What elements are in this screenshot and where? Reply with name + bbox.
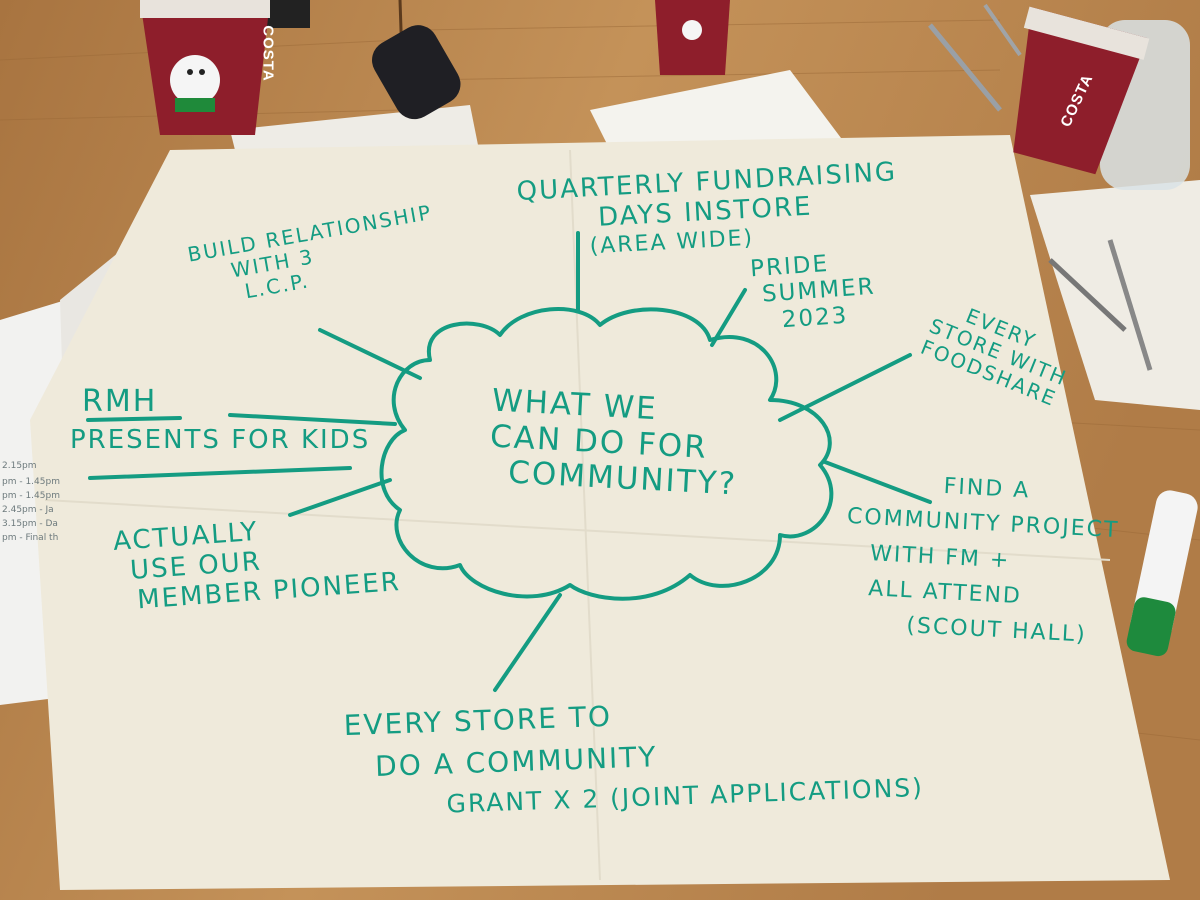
pen-4 <box>1107 239 1153 371</box>
schedule-time: 2.45pm - Ja <box>2 505 54 515</box>
coffee-cup-right: COSTA <box>983 4 1157 185</box>
pen-2 <box>983 3 1022 57</box>
idea-community-grant: Every store to do a community grant x 2 … <box>343 690 924 823</box>
idea-line: with FM + <box>869 540 1011 574</box>
schedule-time: 3.15pm - Da <box>2 519 58 529</box>
idea-line: RMH <box>82 384 158 419</box>
coffee-cup-middle <box>655 0 730 80</box>
idea-line: community project <box>846 504 1120 544</box>
green-marker <box>1126 490 1198 657</box>
coffee-cup-left: COSTA <box>135 0 277 135</box>
schedule-time: pm - Final th <box>2 533 59 543</box>
idea-rmh-presents: RMH Presents for kids <box>70 384 370 455</box>
pen-3 <box>1048 258 1127 332</box>
idea-line: Presents for kids <box>70 424 371 455</box>
notepad <box>1030 180 1200 410</box>
idea-line: all attend <box>867 576 1023 610</box>
thought-cloud <box>379 307 834 601</box>
idea-community-project: Find a community project with FM + all a… <box>841 469 1122 650</box>
schedule-time: pm - 1.45pm <box>2 491 60 501</box>
phone <box>372 25 461 120</box>
schedule-time: pm - 1.45pm <box>2 477 60 487</box>
idea-pride-summer: Pride summer 2023 <box>749 248 878 336</box>
flipchart-paper <box>30 135 1170 890</box>
pen-1 <box>928 23 1002 112</box>
schedule-time: 2.15pm <box>2 461 37 471</box>
center-question: What we can do for community? <box>487 383 741 504</box>
